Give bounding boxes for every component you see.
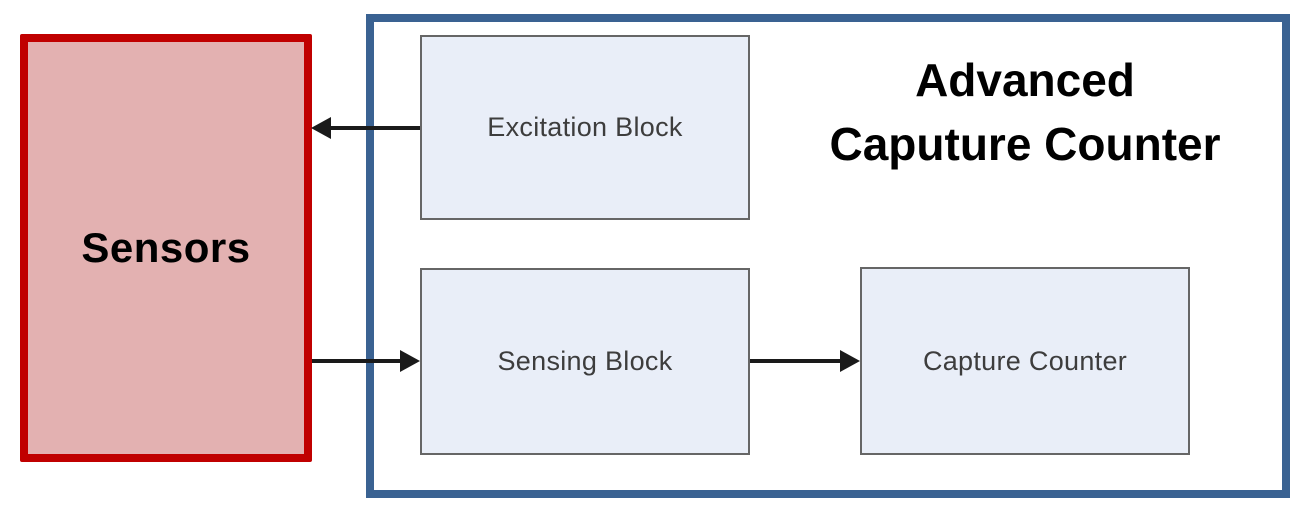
- arrowhead-left-icon: [311, 117, 331, 139]
- container-title-line1: Advanced: [915, 54, 1135, 106]
- arrowhead-right-icon: [400, 350, 420, 372]
- arrow-shaft: [750, 359, 844, 363]
- arrow-shaft: [312, 359, 404, 363]
- capture-counter-block: Capture Counter: [860, 267, 1190, 455]
- arrow-excitation-to-sensors: [311, 117, 420, 139]
- arrow-shaft: [327, 126, 420, 130]
- sensing-block-label: Sensing Block: [497, 346, 673, 376]
- arrowhead-right-icon: [840, 350, 860, 372]
- sensors-box: Sensors: [20, 34, 312, 462]
- sensors-label: Sensors: [81, 224, 251, 271]
- sensing-block: Sensing Block: [420, 268, 750, 455]
- container-title-line2: Caputure Counter: [829, 118, 1221, 170]
- arrow-sensors-to-sensing: [312, 350, 420, 372]
- capture-counter-block-label: Capture Counter: [922, 345, 1128, 376]
- container-title: Advanced Caputure Counter: [760, 48, 1290, 176]
- excitation-block: Excitation Block: [420, 35, 750, 220]
- excitation-block-label: Excitation Block: [487, 112, 683, 142]
- arrow-sensing-to-capture: [750, 350, 860, 372]
